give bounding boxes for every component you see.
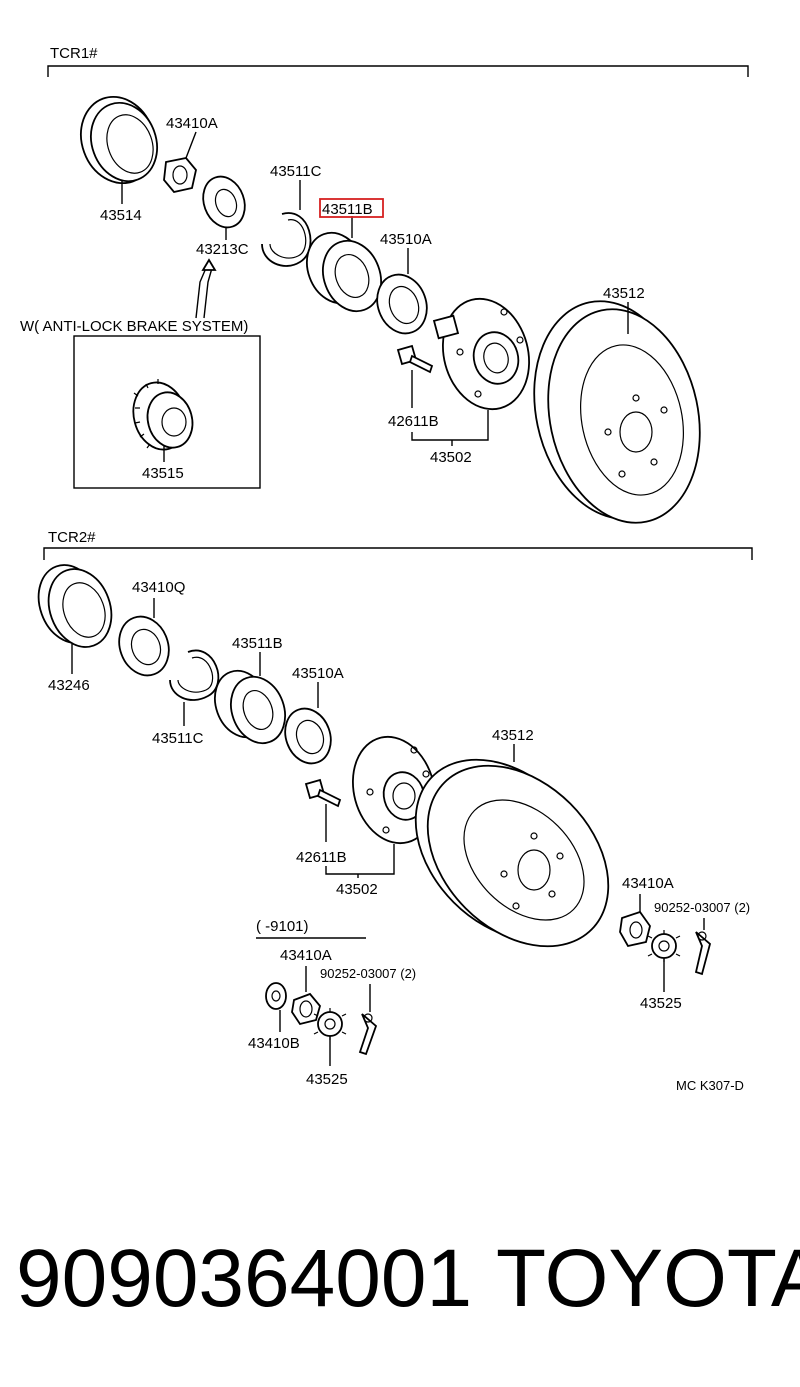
label-43525-right: 43525 [640, 995, 682, 1012]
part-43512-disc-tcr2-drawing [414, 758, 610, 948]
part-43511B-drawing [306, 231, 382, 313]
part-43511C-tcr2-drawing [169, 649, 220, 701]
label-42611B-tcr1: 42611B [388, 413, 439, 430]
abs-pointer [195, 267, 207, 319]
part-43410A-low-drawing [291, 992, 321, 1026]
part-43410Q-drawing [118, 615, 170, 677]
part-43510A-tcr2-drawing [284, 707, 332, 765]
section-label-tcr2: TCR2# [48, 529, 96, 546]
label-43410A-low: 43410A [280, 947, 332, 964]
label-43502-tcr2: 43502 [336, 881, 378, 898]
footer-part-number: 9090364001 [16, 1233, 472, 1324]
label-43246: 43246 [48, 677, 90, 694]
part-90252-low-drawing [358, 1013, 378, 1056]
label-43511C-tcr2: 43511C [152, 730, 204, 747]
label-43213C: 43213C [196, 241, 249, 258]
label-43410Q: 43410Q [132, 579, 185, 596]
part-43525-right-drawing [647, 930, 681, 962]
label-43510A-tcr1: 43510A [380, 231, 432, 248]
part-43512-disc-drawing [533, 300, 701, 524]
part-43502-hub-drawing [432, 297, 530, 411]
highlight-box [319, 198, 384, 218]
part-43246-drawing [37, 564, 113, 648]
part-43502-hub-tcr2-drawing [352, 735, 436, 845]
part-90252-right-drawing [694, 931, 712, 976]
part-43410A-right-drawing [619, 910, 651, 948]
label-43511B-tcr2: 43511B [232, 635, 283, 652]
label-90252-low: 90252-03007 (2) [320, 966, 416, 981]
label-43510A-tcr2: 43510A [292, 665, 344, 682]
part-43511C-drawing [261, 212, 312, 267]
date-range-note: ( -9101) [256, 918, 309, 935]
label-43410A-right: 43410A [622, 875, 674, 892]
part-43510A-drawing [376, 273, 428, 335]
section-bracket-tcr1 [47, 65, 749, 77]
part-43410B-drawing [265, 982, 287, 1010]
label-43525-low: 43525 [306, 1071, 348, 1088]
part-43213C-drawing [202, 175, 246, 229]
abs-detail-box [73, 335, 261, 489]
diagram-code: MC K307-D [676, 1078, 744, 1093]
label-43511B-highlighted[interactable]: 43511B [322, 201, 373, 218]
label-42611B-tcr2: 42611B [296, 849, 347, 866]
label-43410B: 43410B [248, 1035, 300, 1052]
part-43410A-drawing [163, 157, 197, 193]
label-43514: 43514 [100, 207, 142, 224]
label-43502-tcr1: 43502 [430, 449, 472, 466]
part-42611B-drawing [396, 344, 434, 374]
footer-brand: TOYOTA [496, 1233, 800, 1324]
section-label-tcr1: TCR1# [50, 45, 98, 62]
label-90252-right: 90252-03007 (2) [654, 900, 750, 915]
section-bracket-tcr2 [43, 547, 753, 560]
label-43512-tcr2: 43512 [492, 727, 534, 744]
part-43514-drawing [80, 95, 158, 185]
part-42611B-tcr2-drawing [304, 778, 342, 808]
label-43511C-tcr1: 43511C [270, 163, 322, 180]
part-43511B-tcr2-drawing [214, 669, 286, 745]
label-43410A: 43410A [166, 115, 218, 132]
label-43515: 43515 [142, 465, 184, 482]
part-43515-drawing [132, 379, 194, 451]
label-43512-tcr1: 43512 [603, 285, 645, 302]
abs-note: W( ANTI-LOCK BRAKE SYSTEM) [20, 318, 248, 335]
